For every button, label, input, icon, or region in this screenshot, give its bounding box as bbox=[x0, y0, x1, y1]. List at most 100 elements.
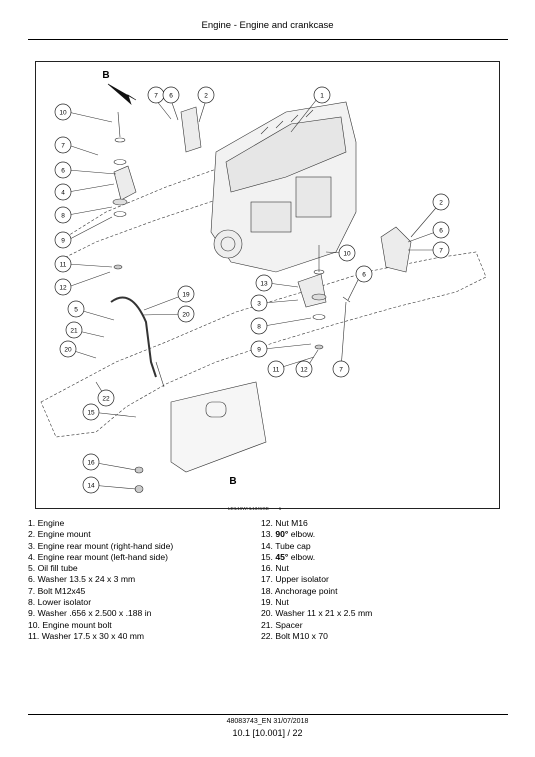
header-rule bbox=[28, 39, 508, 40]
callout-label: 3 bbox=[257, 300, 261, 307]
callout-label: 13 bbox=[260, 280, 268, 287]
legend-item-text: Washer 11 x 21 x 2.5 mm bbox=[275, 608, 373, 619]
callout-circle bbox=[54, 136, 72, 154]
legend-item: 11. Washer 17.5 x 30 x 40 mm bbox=[28, 631, 173, 642]
legend-item-text: elbow. bbox=[288, 529, 316, 540]
callout-label: 21 bbox=[70, 327, 78, 334]
legend-item-text: Washer 17.5 x 30 x 40 mm bbox=[41, 630, 145, 641]
legend-item-text: Nut bbox=[275, 563, 289, 574]
callout-label: 8 bbox=[257, 323, 261, 330]
legend-item-text: Engine rear mount (left-hand side) bbox=[37, 551, 168, 562]
legend-item-number: 11. bbox=[28, 630, 42, 641]
legend-item-text: Spacer bbox=[275, 619, 303, 630]
callout-label: 12 bbox=[59, 284, 67, 291]
legend-item-text: Tube cap bbox=[275, 540, 311, 551]
callout-label: 9 bbox=[61, 237, 65, 244]
callout-label: 2 bbox=[204, 92, 208, 99]
legend-item-text: Anchorage point bbox=[274, 585, 338, 596]
callout-circle bbox=[250, 294, 268, 312]
legend-item: 18. Anchorage point bbox=[261, 586, 372, 597]
callout-circle bbox=[432, 193, 450, 211]
callout-label: 4 bbox=[61, 189, 65, 196]
view-letter-top: B bbox=[102, 70, 109, 81]
legend-item: 22. Bolt M10 x 70 bbox=[261, 631, 372, 642]
legend-item-number: 9. bbox=[28, 608, 38, 619]
callout-label: 14 bbox=[87, 482, 95, 489]
callout-circle bbox=[355, 265, 373, 283]
legend-item: 14. Tube cap bbox=[261, 541, 372, 552]
callout-label: 10 bbox=[59, 109, 67, 116]
legend-item-number: 19. bbox=[261, 597, 276, 608]
callout-label: 20 bbox=[64, 346, 72, 353]
callout-circle bbox=[267, 360, 285, 378]
callout-circle bbox=[177, 305, 195, 323]
callout-circle bbox=[54, 278, 72, 296]
callout-label: 6 bbox=[439, 227, 443, 234]
callout-label: 16 bbox=[87, 459, 95, 466]
legend-item: 19. Nut bbox=[261, 597, 372, 608]
legend-item: 2. Engine mount bbox=[28, 529, 173, 540]
legend-item-text: Oil fill tube bbox=[37, 563, 78, 574]
legend-item: 8. Lower isolator bbox=[28, 597, 173, 608]
legend-item-text: Lower isolator bbox=[37, 597, 92, 608]
footer-rule bbox=[28, 714, 508, 715]
callout-circle bbox=[54, 103, 72, 121]
callout-circle bbox=[313, 86, 331, 104]
legend-item: 15. 45° elbow. bbox=[261, 552, 372, 563]
figure-caption-number: 1 bbox=[278, 506, 282, 511]
callout-label: 2 bbox=[439, 199, 443, 206]
legend-item-number: 3. bbox=[28, 540, 38, 551]
callout-label: 15 bbox=[87, 409, 95, 416]
legend-item-text: Nut bbox=[275, 597, 289, 608]
callout-circle bbox=[97, 389, 115, 407]
footer-document-id: 48083743_EN 31/07/2018 bbox=[226, 718, 309, 725]
callout-label: 22 bbox=[102, 395, 110, 402]
legend-item-number: 17. bbox=[261, 574, 276, 585]
legend-item-number: 18. bbox=[261, 585, 275, 596]
legend-item: 5. Oil fill tube bbox=[28, 563, 173, 574]
callout-circle bbox=[54, 183, 72, 201]
callout-label: 10 bbox=[343, 250, 351, 257]
callout-circle bbox=[250, 317, 268, 335]
footer-page-number: 10.1 [10.001] / 22 bbox=[232, 728, 303, 738]
legend-item-number: 12. bbox=[261, 518, 276, 528]
callout-label: 19 bbox=[182, 291, 190, 298]
callout-label: 20 bbox=[182, 311, 190, 318]
legend-item-text: Bolt M10 x 70 bbox=[275, 630, 328, 641]
legend-item-text: Upper isolator bbox=[275, 574, 329, 585]
callout-circle bbox=[250, 340, 268, 358]
callout-circle bbox=[177, 285, 195, 303]
legend-item-number: 20. bbox=[261, 608, 276, 619]
legend-item-number: 10. bbox=[28, 619, 43, 630]
callout-circle bbox=[338, 244, 356, 262]
legend-item: 20. Washer 11 x 21 x 2.5 mm bbox=[261, 608, 372, 619]
callout-circle bbox=[255, 274, 273, 292]
callout-label: 11 bbox=[60, 261, 67, 268]
legend-item: 12. Nut M16 bbox=[261, 518, 372, 529]
callout-circle bbox=[295, 360, 313, 378]
legend-item-emphasis: 90° bbox=[275, 529, 289, 540]
legend-item-number: 5. bbox=[28, 563, 38, 574]
legend-item-number: 21. bbox=[261, 619, 276, 630]
callout-circle bbox=[82, 476, 100, 494]
legend-item: 1. Engine bbox=[28, 518, 173, 529]
legend-item: 3. Engine rear mount (right-hand side) bbox=[28, 541, 173, 552]
callout-label: 9 bbox=[257, 346, 261, 353]
callout-circle bbox=[332, 360, 350, 378]
legend-item: 4. Engine rear mount (left-hand side) bbox=[28, 552, 173, 563]
legend-item-number: 13. bbox=[261, 529, 276, 540]
legend-item: 9. Washer .656 x 2.500 x .188 in bbox=[28, 608, 173, 619]
legend-item: 7. Bolt M12x45 bbox=[28, 586, 173, 597]
legend-item: 10. Engine mount bolt bbox=[28, 620, 173, 631]
legend-item-number: 7. bbox=[28, 585, 38, 596]
callout-label: 5 bbox=[74, 306, 78, 313]
callout-circle bbox=[67, 300, 85, 318]
callout-label: 11 bbox=[273, 366, 280, 373]
legend-item-text: Nut M16 bbox=[275, 518, 308, 528]
legend-item-number: 14. bbox=[261, 540, 276, 551]
callout-circle bbox=[54, 206, 72, 224]
legend-item-number: 22. bbox=[261, 630, 276, 641]
